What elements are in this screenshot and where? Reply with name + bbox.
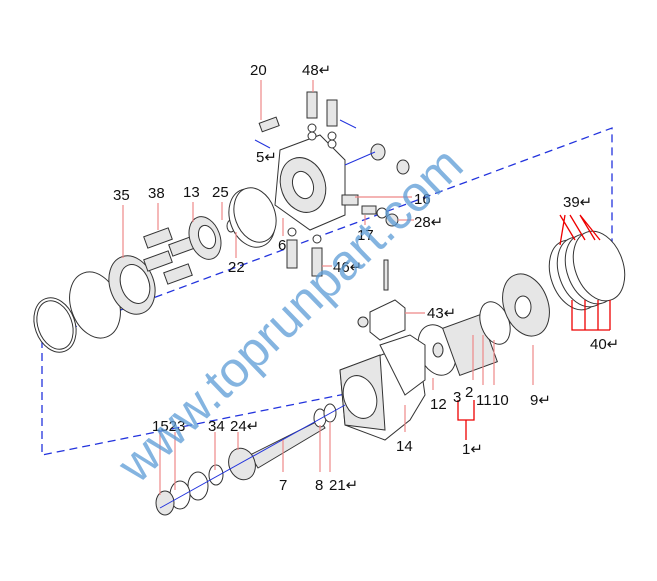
label-21: 21↵ [329, 477, 358, 494]
label-11: 11 [476, 392, 492, 409]
label-39: 39↵ [563, 194, 592, 211]
brake-piston-35 [108, 255, 156, 315]
label-38: 38 [148, 185, 165, 202]
assembly-boundary [41, 127, 613, 456]
label-9: 9↵ [530, 392, 551, 409]
label-1: 1↵ [462, 441, 483, 458]
label-10: 10 [492, 392, 509, 409]
label-20: 20 [250, 62, 267, 79]
leader-lines [122, 80, 611, 495]
label-7: 7 [279, 477, 287, 494]
label-34: 34 [208, 418, 225, 435]
part-labels: 20 48↵ 5↵ 16 28↵ 17 6 46↵ 35 38 13 25 22… [113, 62, 619, 494]
label-1523: 1523 [152, 418, 185, 435]
rotary-group [417, 273, 550, 376]
label-40: 40↵ [590, 336, 619, 353]
label-48: 48↵ [302, 62, 331, 79]
label-46: 46↵ [333, 259, 362, 276]
label-8: 8 [315, 477, 323, 494]
label-25: 25 [212, 184, 229, 201]
housing-14 [339, 334, 426, 441]
label-24: 24↵ [230, 418, 259, 435]
label-12: 12 [430, 396, 447, 413]
label-13: 13 [183, 184, 200, 201]
label-2: 2 [465, 384, 473, 401]
valve-43 [357, 259, 406, 341]
label-22: 22 [228, 259, 245, 276]
label-17: 17 [357, 227, 374, 244]
label-14: 14 [396, 438, 413, 455]
label-28: 28↵ [414, 214, 443, 231]
label-16: 16 [414, 191, 431, 208]
valve-block-5 [233, 91, 410, 277]
label-35: 35 [113, 187, 130, 204]
label-6: 6 [278, 237, 286, 254]
label-43: 43↵ [427, 305, 456, 322]
shaft-7 [155, 403, 346, 516]
label-5: 5↵ [256, 149, 277, 166]
o-ring-large [33, 271, 121, 353]
label-3: 3 [453, 389, 461, 406]
friction-plates [548, 230, 626, 311]
